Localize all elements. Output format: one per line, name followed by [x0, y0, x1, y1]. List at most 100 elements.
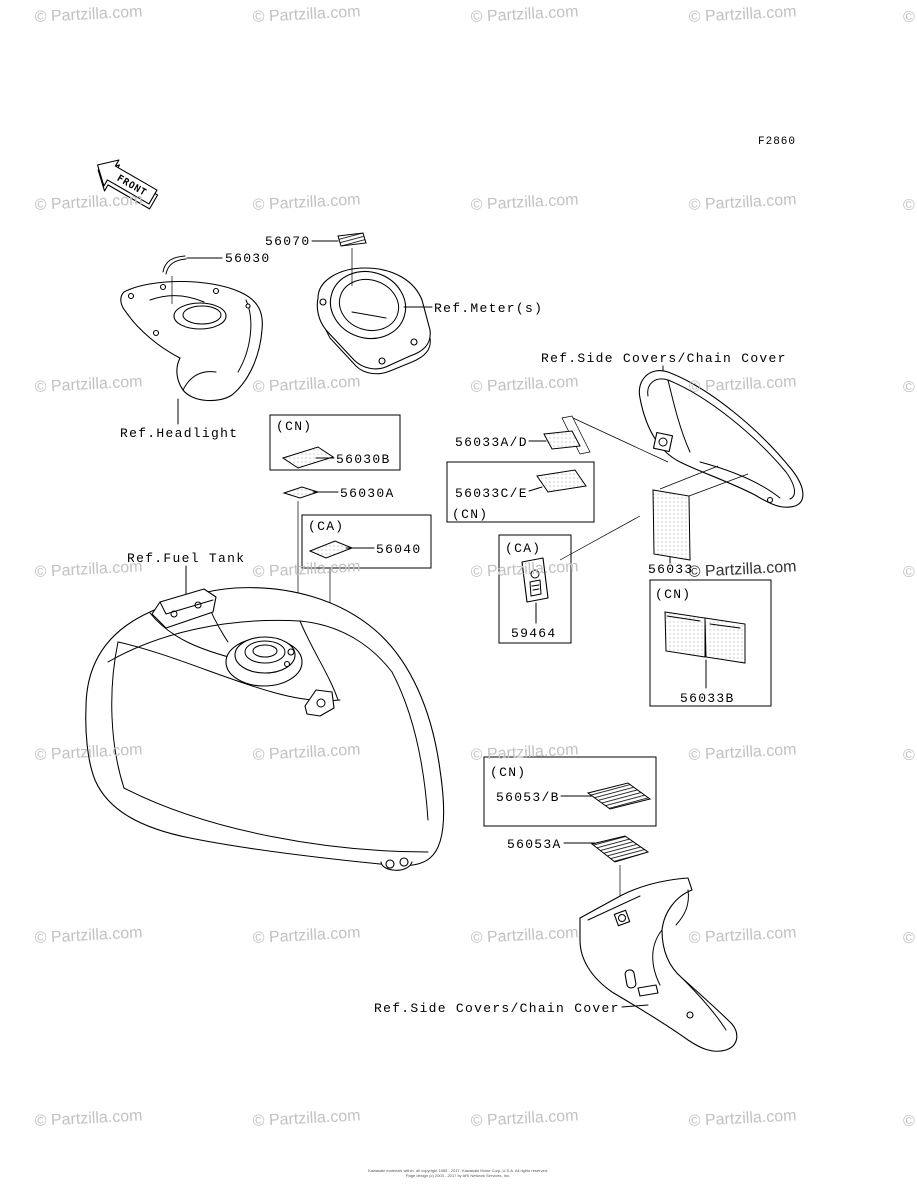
- watermark-text: © Partzilla.com: [252, 1107, 361, 1130]
- watermark-edge-text: ©: [903, 747, 915, 764]
- headlight-lens-inner: [182, 305, 222, 325]
- watermark-text: © Partzilla.com: [470, 373, 579, 396]
- side-cover-tag: [637, 984, 659, 997]
- sticker-56033B-text-bar: [666, 615, 701, 622]
- callout-56053A[interactable]: 56053A: [507, 837, 562, 852]
- callout-59464[interactable]: 59464: [511, 626, 557, 641]
- watermark-text: © Partzilla.com: [688, 924, 797, 947]
- callout-56033CE[interactable]: 56033C/E: [455, 486, 528, 501]
- fuel-tank-underside: [123, 787, 429, 853]
- watermark-text: © Partzilla.com: [252, 924, 361, 947]
- fuel-tank-contour: [299, 620, 339, 701]
- watermark-edge-text: ©: [903, 9, 915, 26]
- watermark-text: © Partzilla.com: [252, 3, 361, 26]
- fuel-cap-ring: [244, 640, 286, 664]
- watermark-text: © Partzilla.com: [688, 373, 797, 396]
- chain-cover-bolt-hole: [658, 437, 668, 447]
- market-box-56040: [301, 514, 432, 569]
- side-cover-rim: [681, 977, 727, 1031]
- leader-56033CE: [528, 486, 543, 492]
- side-cover-bolt-hole: [618, 914, 626, 922]
- callout-56033[interactable]: 56033: [648, 562, 694, 577]
- watermark-text: © Partzilla.com: [688, 3, 797, 26]
- side-cover-slot: [624, 969, 637, 989]
- sticker-56033AD: [543, 430, 581, 450]
- side-cover-outline: [579, 877, 738, 1052]
- callout-56040[interactable]: 56040: [376, 542, 422, 557]
- watermark-text: © Partzilla.com: [34, 558, 143, 581]
- side-cover-rim: [587, 895, 641, 921]
- market-code-56040: (CA): [308, 519, 344, 534]
- watermark-text: © Partzilla.com: [470, 924, 579, 947]
- watermark-edge-text: ©: [903, 1113, 915, 1130]
- meter-housing-base: [325, 329, 431, 375]
- part-56030-label-strip: [162, 255, 187, 275]
- market-box-56033B: [649, 579, 772, 707]
- side-cover-lower: [579, 877, 738, 1052]
- watermark-text: © Partzilla.com: [34, 191, 143, 214]
- side-cover-boss: [613, 909, 631, 927]
- sticker-59464-symbol: [530, 569, 540, 579]
- market-box-56033CE: [446, 461, 595, 523]
- fuel-tank-lock-hole: [316, 698, 326, 708]
- sticker-56040: [308, 540, 354, 559]
- footer-copyright: Kawasaki materials within, all copyright…: [368, 1168, 548, 1173]
- meter-assembly: [316, 267, 431, 375]
- meter-mount: [378, 357, 386, 365]
- figure-code: F2860: [758, 136, 796, 148]
- callout-56070[interactable]: 56070: [265, 234, 311, 249]
- chain-cover-bolt: [766, 496, 774, 504]
- label-strip-edge: [162, 255, 186, 273]
- callout-56053B[interactable]: 56053/B: [496, 790, 560, 805]
- fuel-tank-drain-bolt: [385, 859, 395, 869]
- sticker-56030A: [282, 486, 320, 499]
- sticker-56033B-left: [664, 611, 706, 658]
- leader-56033-to-59464: [559, 515, 641, 561]
- leader-56033AD-to-cover: [572, 417, 669, 463]
- watermark-text: © Partzilla.com: [470, 558, 579, 581]
- meter-needle: [351, 311, 387, 319]
- fuel-tank-contour: [111, 641, 125, 789]
- watermark-text: © Partzilla.com: [34, 924, 143, 947]
- headlight-bolt: [159, 283, 167, 291]
- market-box-56030B: [269, 414, 401, 471]
- headlight-cowl-lip: [182, 371, 217, 391]
- market-box-56053B: [483, 756, 657, 827]
- watermark-edge-text: ©: [903, 379, 915, 396]
- callout-56030B[interactable]: 56030B: [336, 452, 391, 467]
- sticker-56033: [652, 489, 691, 561]
- watermark-text: © Partzilla.com: [252, 373, 361, 396]
- headlight-bolt: [245, 303, 251, 309]
- watermark-text: © Partzilla.com: [252, 558, 361, 581]
- callout-56033B[interactable]: 56033B: [680, 691, 735, 706]
- headlight-cowl-fold: [149, 295, 205, 303]
- headlight-bolt: [127, 292, 135, 300]
- fuel-tank-contour: [391, 671, 429, 821]
- watermark-edge-text: ©: [903, 930, 915, 947]
- market-code-59464: (CA): [505, 541, 541, 556]
- callout-56030[interactable]: 56030: [225, 251, 271, 266]
- sticker-56070: [337, 232, 367, 247]
- fuel-tank: [85, 587, 445, 871]
- callout-56030A[interactable]: 56030A: [340, 486, 395, 501]
- chain-cover-rib: [699, 461, 781, 499]
- chain-cover-rib: [667, 379, 691, 453]
- watermark-layer: © Partzilla.com © Partzilla.com © Partzill…: [34, 3, 915, 1130]
- leader-ref-side-covers-lower: [621, 1004, 649, 1008]
- ref-side-covers-upper-label: Ref.Side Covers/Chain Cover: [541, 351, 787, 366]
- watermark-edge-text: ©: [903, 197, 915, 214]
- market-code-56033B: (CN): [655, 587, 691, 602]
- market-box-59464: [498, 534, 572, 644]
- sticker-56053A: [590, 835, 650, 863]
- watermark-text: © Partzilla.com: [34, 1107, 143, 1130]
- watermark-edge-text: ©: [903, 564, 915, 581]
- side-cover-rim: [675, 889, 689, 926]
- callout-56033AD[interactable]: 56033A/D: [455, 435, 528, 450]
- fuel-tank-top-seam: [107, 619, 393, 673]
- meter-mount: [410, 338, 418, 346]
- headlight-cowl: [120, 280, 263, 402]
- watermark-text: © Partzilla.com: [470, 3, 579, 26]
- watermark-text: © Partzilla.com: [34, 373, 143, 396]
- watermark-text: © Partzilla.com: [34, 741, 143, 764]
